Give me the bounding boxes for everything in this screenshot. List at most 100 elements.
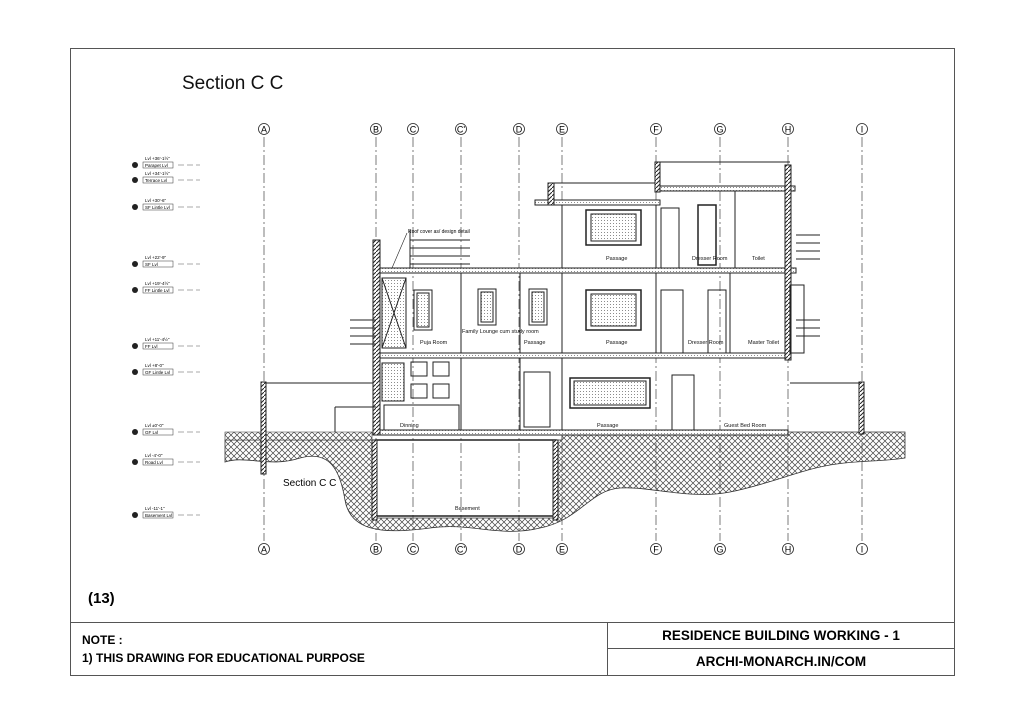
title-block-divider [607,648,955,649]
grid-label: A [261,125,267,135]
grid-label: G [716,545,723,555]
level-value: Lvl -4'-0" [145,453,163,458]
level-value: Lvl +30'-6" [145,198,166,203]
level-marker-icon [132,177,138,183]
room-label: Dresser Room [688,340,724,346]
drawing-frame [70,48,955,676]
title-block-divider [607,622,608,676]
room-label: Passage [606,256,627,262]
wall-h [784,164,792,361]
grid-label: C' [457,125,465,135]
grid-label: B [373,125,379,135]
grid-label: I [861,125,864,135]
roof-slab [654,185,796,192]
grid-bubble [556,123,568,135]
level-marker-icon [132,287,138,293]
grid-label: F [653,125,659,135]
room-label: Puja Room [420,340,448,346]
grid-bubble [455,123,467,135]
grid-label: E [559,545,565,555]
level-name: SF Lvl [145,262,158,267]
sf-slab [375,267,797,274]
grid-bubble [856,123,868,135]
level-marker-icon [132,162,138,168]
title-block-divider [70,622,955,623]
grid-bubble [407,543,419,555]
level-marker-icon [132,429,138,435]
grid-label: G [716,125,723,135]
basement-box [375,439,557,517]
grid-bubble [714,123,726,135]
room-label: Passage [524,340,545,346]
ff-slab [375,352,789,359]
section-label: Section C C [283,478,336,489]
grid-bubble [782,123,794,135]
grid-bubble [650,543,662,555]
grid-label: C [410,545,417,555]
grid-bubble [513,543,525,555]
grid-label: D [516,545,523,555]
terrace-slab [534,199,661,206]
room-label: Toilet [752,256,765,262]
grid-label: E [559,125,565,135]
roof-annotation: Roof cover as/ design detail [408,229,470,235]
grid-bubble [650,123,662,135]
level-marker-icon [132,204,138,210]
level-marker-icon [132,261,138,267]
level-name: GF Lvl [145,430,158,435]
level-value: Lvl +36'-1½" [145,155,170,161]
project-title: RESIDENCE BUILDING WORKING - 1 [662,628,900,643]
room-label: Passage [597,423,618,429]
grid-bubble [258,123,270,135]
level-name: SF Lintle Lvl [145,205,170,210]
level-name: Basement Lvl [145,513,172,518]
grid-label: A [261,545,267,555]
grid-label: I [861,545,864,555]
grid-label: H [785,125,792,135]
level-value: Lvl +8'-0" [145,363,164,368]
grid-label: B [373,545,379,555]
gf-slab [375,429,789,436]
level-value: Lvl +11'-4½" [145,336,170,342]
level-name: Parapet Lvl [145,163,168,168]
wall-b [372,239,381,436]
level-value: Lvl +19'-4½" [145,280,170,286]
grid-bubble [370,543,382,555]
room-label: Guest Bed Room [724,423,767,429]
boundary-wall-left [260,381,267,475]
grid-bubble [782,543,794,555]
grid-label: C [410,125,417,135]
grid-label: D [516,125,523,135]
level-marker-icon [132,369,138,375]
sheet-number: (13) [88,590,115,607]
grid-bubble [714,543,726,555]
grid-bubble [556,543,568,555]
grid-label: H [785,545,792,555]
building-section [260,161,865,521]
grid-label: C' [457,545,465,555]
drawing-title: Section C C [182,73,284,94]
room-label: Dresser Room [692,256,728,262]
grid-bubble [856,543,868,555]
level-name: FF Lintle Lvl [145,288,170,293]
room-label: Master Toilet [748,340,780,346]
level-marker-icon [132,459,138,465]
grid-bubble [513,123,525,135]
grid-bubble [455,543,467,555]
level-value: Lvl ±0'-0" [145,423,164,428]
level-name: FF Lvl [145,344,158,349]
note-text: 1) THIS DRAWING FOR EDUCATIONAL PURPOSE [82,651,365,665]
level-marker-icon [132,512,138,518]
level-value: Lvl -11'-1" [145,506,165,511]
level-value: Lvl +34'-1½" [145,170,170,176]
level-name: Road Lvl [145,460,163,465]
boundary-wall-right [858,381,865,435]
website: ARCHI-MONARCH.IN/COM [695,654,867,669]
level-name: Terrace Lvl [145,178,167,183]
note-heading: NOTE : [82,633,123,647]
room-label: Family Lounge cum study room [462,329,539,335]
level-name: GF Lintle Lvl [145,370,170,375]
